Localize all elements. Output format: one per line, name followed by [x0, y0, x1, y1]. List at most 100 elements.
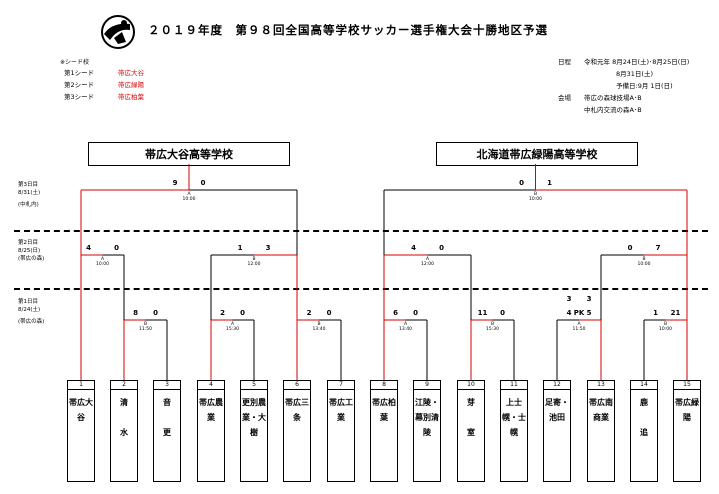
r3-court: A — [187, 191, 191, 197]
team-name: 帯広柏葉 — [372, 398, 396, 422]
r1-court: B — [144, 321, 147, 327]
r2-time: 12:00 — [248, 261, 261, 267]
r1-score-left: 2 — [307, 309, 312, 317]
r3-score-right: 1 — [547, 179, 552, 187]
r1-court: B — [491, 321, 494, 327]
r2-score-left: 4 — [86, 244, 91, 252]
r2-score-left: 1 — [238, 244, 243, 252]
r2-score-right: 0 — [439, 244, 444, 252]
r2-score-left: 4 — [411, 244, 416, 252]
team-box-11: 11 上士幌・士幌 — [500, 380, 528, 482]
round-2-date: 8/25(日) — [18, 248, 41, 254]
team-number: 6 — [284, 381, 310, 390]
r2-score-left: 0 — [628, 244, 633, 252]
round-1-date: 8/24(土) — [18, 307, 41, 313]
team-number: 1 — [68, 381, 94, 390]
r3-time: 10:00 — [529, 196, 542, 202]
r2-court: B — [642, 256, 645, 262]
round-3-label: 第3日目 8/31(土) (中札内) — [18, 181, 40, 209]
r1-score-left: 11 — [478, 309, 488, 317]
tournament-logo — [101, 15, 135, 49]
r1-score-right: 5 — [587, 309, 592, 317]
round-divider-1 — [14, 230, 708, 232]
team-name: 帯広工業 — [329, 398, 353, 422]
team-name: 足寄・池田 — [545, 398, 569, 422]
date-line-1: 令和元年 8月24日(土)･8月25日(日) — [584, 58, 690, 66]
team-box-3: 3 音 更 — [153, 380, 181, 482]
seed-team-1: 帯広大谷 — [118, 69, 144, 77]
team-name: 上士幌・士幌 — [502, 398, 526, 437]
r1-score-right: 0 — [500, 309, 505, 317]
r1-extra-right: 3 — [587, 295, 592, 303]
team-number: 5 — [241, 381, 267, 390]
team-number: 4 — [198, 381, 224, 390]
r1-court: A — [404, 321, 408, 327]
team-name: 江陵・幕別清陵 — [415, 398, 439, 437]
date-line-3: 予備日:9月 1日(日) — [616, 82, 673, 90]
r2-score-right: 7 — [656, 244, 661, 252]
team-name: 音 更 — [163, 398, 171, 437]
venue-line-1: 帯広の森球技場A･B — [584, 94, 642, 102]
round-1-venue: (帯広の森) — [18, 319, 45, 325]
r2-score-right: 3 — [266, 244, 271, 252]
round-3-day: 第3日目 — [18, 182, 38, 188]
page-title: ２０１９年度 第９８回全国高等学校サッカー選手権大会十勝地区予選 — [148, 23, 548, 37]
r1-score-left: 8 — [133, 309, 138, 317]
round-3-date: 8/31(土) — [18, 190, 41, 196]
team-number: 11 — [501, 381, 527, 390]
r1-score-right: 21 — [671, 309, 681, 317]
round-3-venue: (中札内) — [18, 202, 39, 208]
team-box-6: 6 帯広三条 — [283, 380, 311, 482]
r1-court: B — [664, 321, 667, 327]
team-number: 14 — [631, 381, 657, 390]
seed-label-1: 第1シード — [64, 69, 95, 77]
r1-score-left: 6 — [393, 309, 398, 317]
team-name: 更別農業・大樹 — [242, 398, 266, 437]
r2-score-right: 0 — [114, 244, 119, 252]
team-name: 帯広緑陽 — [675, 398, 699, 422]
team-number: 7 — [328, 381, 354, 390]
round-2-day: 第2日目 — [18, 240, 38, 246]
r3-score-left: 9 — [173, 179, 178, 187]
r1-score-right: 0 — [153, 309, 158, 317]
r1-time: 11:50 — [139, 326, 152, 332]
seed-label-2: 第2シード — [64, 81, 95, 89]
team-box-5: 5 更別農業・大樹 — [240, 380, 268, 482]
r3-court: B — [534, 191, 537, 197]
round-1-label: 第1日目 8/24(土) (帯広の森) — [18, 298, 44, 326]
r1-time: 15:30 — [226, 326, 239, 332]
seed-team-2: 帯広緑陽 — [118, 81, 144, 89]
team-name: 帯広三条 — [285, 398, 309, 422]
r1-score-left: 2 — [220, 309, 225, 317]
r2-court: A — [101, 256, 105, 262]
r1-score-right: 0 — [327, 309, 332, 317]
r1-time: 10:00 — [659, 326, 672, 332]
team-number: 2 — [111, 381, 137, 390]
round-2-venue: (帯広の森) — [18, 256, 45, 262]
seed-team-3: 帯広柏葉 — [118, 93, 144, 101]
r2-court: A — [426, 256, 430, 262]
r1-court: B — [317, 321, 320, 327]
date-label: 日程 — [558, 58, 571, 66]
team-number: 3 — [154, 381, 180, 390]
team-box-7: 7 帯広工業 — [327, 380, 355, 482]
r1-pk-label: PK — [574, 309, 585, 317]
r1-time: 15:30 — [486, 326, 499, 332]
r1-score-left: 4 — [567, 309, 572, 317]
round-1-day: 第1日目 — [18, 299, 38, 305]
date-line-2: 8月31日(土) — [616, 70, 653, 78]
r1-time: 13:40 — [313, 326, 326, 332]
team-name: 帯広南商業 — [589, 398, 613, 422]
venue-line-2: 中札内交流の森A･B — [584, 106, 642, 114]
r3-score-left: 0 — [519, 179, 524, 187]
seed-label-3: 第3シード — [64, 93, 95, 101]
